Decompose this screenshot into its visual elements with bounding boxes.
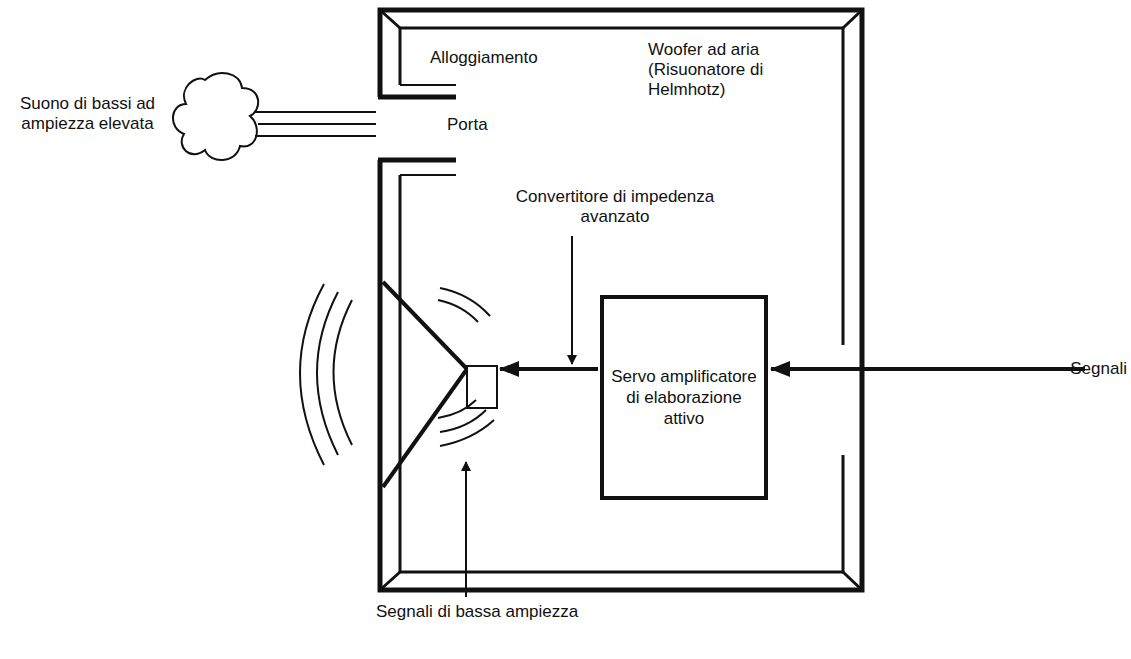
sound-label: Suono di bassi ad ampiezza elevata <box>5 94 170 134</box>
port-label: Porta <box>447 115 488 135</box>
signal-arrows <box>466 236 1085 597</box>
housing: Alloggiamento Woofer ad aria (Risuonatore… <box>380 10 862 590</box>
housing-label: Woofer ad aria (Risuonatore di Helmhotz) <box>648 40 808 100</box>
box-text: Servo amplificatore di elaborazione atti… <box>610 366 758 429</box>
sound-cloud <box>173 73 258 160</box>
servo-amplifier-box: Servo amplificatore di elaborazione atti… <box>600 295 768 500</box>
low-amplitude-label: Segnali di bassa ampiezza <box>376 602 578 622</box>
housing-frame <box>378 10 862 590</box>
sound-waves <box>300 284 494 465</box>
converter-label: Convertitore di impedenza avanzato <box>500 187 730 227</box>
housing-label: Alloggiamento <box>430 48 538 68</box>
signal-label: Segnali <box>1070 359 1127 379</box>
speaker-driver <box>383 282 497 487</box>
sound-lines <box>255 112 376 136</box>
